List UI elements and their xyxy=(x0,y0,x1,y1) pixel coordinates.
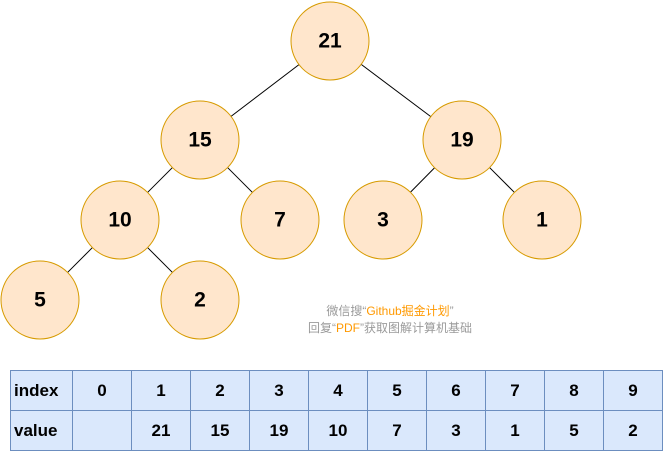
value-cell-7: 1 xyxy=(485,410,545,451)
tree-edge-n0-n1 xyxy=(230,64,300,117)
value-cell-9: 2 xyxy=(603,410,663,451)
tree-node-circle xyxy=(422,100,502,180)
index-cell-1: 1 xyxy=(131,370,191,411)
index-row-label: index xyxy=(10,370,73,411)
watermark-line-2: 回复“PDF”获取图解计算机基础 xyxy=(308,321,472,335)
watermark-highlight-pdf: PDF xyxy=(336,321,360,335)
tree-node-circle xyxy=(240,180,320,260)
tree-node-value: 10 xyxy=(108,209,131,232)
index-cell-8: 8 xyxy=(544,370,604,411)
tree-node-n8: 2 xyxy=(160,260,240,340)
tree-node-n2: 19 xyxy=(422,100,502,180)
value-cell-8: 5 xyxy=(544,410,604,451)
tree-node-circle xyxy=(0,260,80,340)
tree-node-circle xyxy=(502,180,582,260)
tree-node-n7: 5 xyxy=(0,260,80,340)
tree-edge-n2-n6 xyxy=(489,167,515,193)
tree-node-value: 21 xyxy=(318,30,342,53)
tree-edge-n0-n2 xyxy=(360,64,432,117)
tree-node-n4: 7 xyxy=(240,180,320,260)
tree-node-circle xyxy=(343,180,423,260)
watermark-text: 微信搜“Github掘金计划” 回复“PDF”获取图解计算机基础 xyxy=(280,303,500,337)
tree-edge-n2-n5 xyxy=(410,167,435,193)
tree-edge-n1-n4 xyxy=(227,167,253,193)
index-cell-2: 2 xyxy=(190,370,250,411)
value-cell-0 xyxy=(72,410,132,451)
tree-node-n1: 15 xyxy=(160,100,240,180)
value-cell-1: 21 xyxy=(131,410,191,451)
tree-node-value: 5 xyxy=(34,289,46,312)
index-cell-3: 3 xyxy=(249,370,309,411)
tree-node-circle xyxy=(290,1,370,81)
value-cell-4: 10 xyxy=(308,410,368,451)
tree-edge-n1-n3 xyxy=(147,167,173,193)
tree-edges xyxy=(67,64,515,273)
index-cell-0: 0 xyxy=(72,370,132,411)
index-cell-7: 7 xyxy=(485,370,545,411)
watermark-line-1: 微信搜“Github掘金计划” xyxy=(326,304,454,318)
tree-node-value: 19 xyxy=(450,129,473,152)
tree-node-value: 7 xyxy=(274,209,286,232)
tree-node-circle xyxy=(160,260,240,340)
index-cell-4: 4 xyxy=(308,370,368,411)
tree-node-circle xyxy=(160,100,240,180)
tree-node-n0: 21 xyxy=(290,1,370,81)
tree-node-circle xyxy=(80,180,160,260)
value-cell-5: 7 xyxy=(367,410,427,451)
tree-node-n6: 1 xyxy=(502,180,582,260)
tree-node-n3: 10 xyxy=(80,180,160,260)
value-cell-2: 15 xyxy=(190,410,250,451)
value-cell-3: 19 xyxy=(249,410,309,451)
tree-node-value: 1 xyxy=(536,209,548,232)
tree-node-value: 2 xyxy=(194,289,206,312)
value-row-label: value xyxy=(10,410,73,451)
index-cell-5: 5 xyxy=(367,370,427,411)
tree-edge-n3-n8 xyxy=(147,247,173,273)
index-cell-9: 9 xyxy=(603,370,663,411)
value-cell-6: 3 xyxy=(426,410,486,451)
tree-edge-n3-n7 xyxy=(67,247,93,273)
tree-node-value: 15 xyxy=(188,129,212,152)
watermark-highlight-github: Github掘金计划 xyxy=(366,304,450,318)
index-cell-6: 6 xyxy=(426,370,486,411)
tree-node-value: 3 xyxy=(377,209,389,232)
tree-node-n5: 3 xyxy=(343,180,423,260)
